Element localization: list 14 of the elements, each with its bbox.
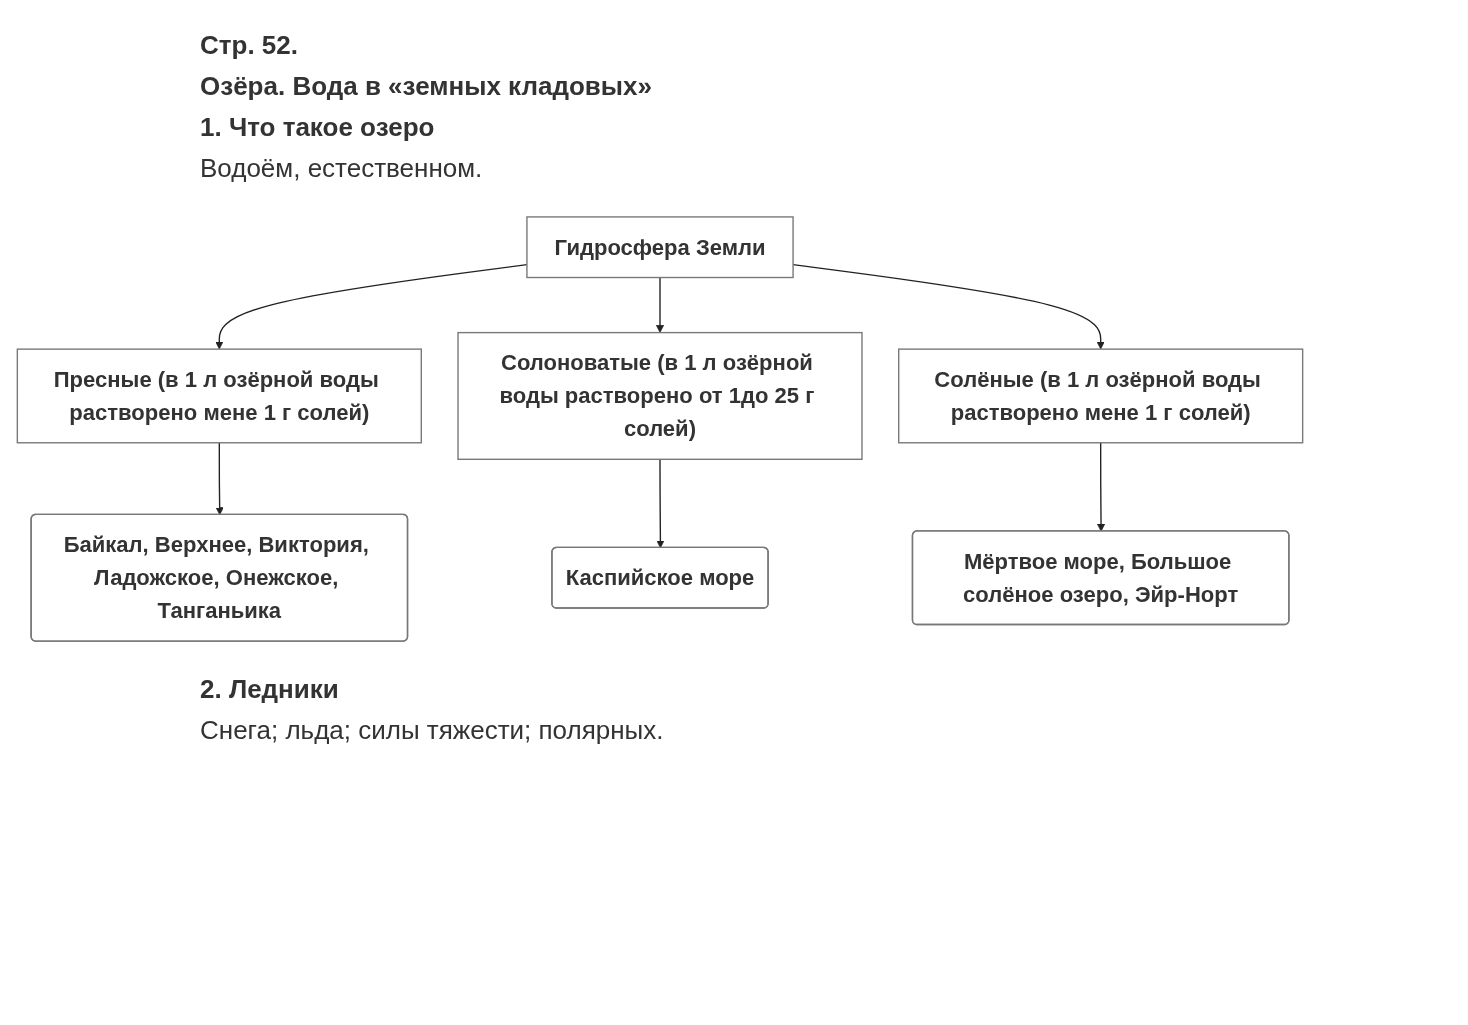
node-box: Пресные (в 1 л озёрной воды растворено мене 1 г солей): [16, 348, 422, 444]
page-heading: Стр. 52.: [200, 30, 299, 61]
answer-text: Водоём, естественном.: [200, 153, 484, 184]
node-box: Гидросфера Земли: [526, 216, 794, 279]
arrow: [215, 442, 224, 516]
section-heading: 1. Что такое озеро: [200, 112, 436, 143]
answer-text: Снега; льда; силы тяжести; полярных.: [200, 715, 665, 746]
arrow: [1097, 442, 1106, 532]
section-heading: Озёра. Вода в «земных кладовых»: [200, 71, 653, 102]
node-box: Солёные (в 1 л озёрной воды растворено мене 1 г солей): [898, 348, 1304, 444]
section-heading: 2. Ледники: [200, 674, 340, 705]
arrow: [655, 276, 665, 333]
node-box: Солоноватые (в 1 л озёрной воды растворено от 1до 25 г солей): [457, 331, 863, 460]
arrow: [656, 458, 665, 549]
